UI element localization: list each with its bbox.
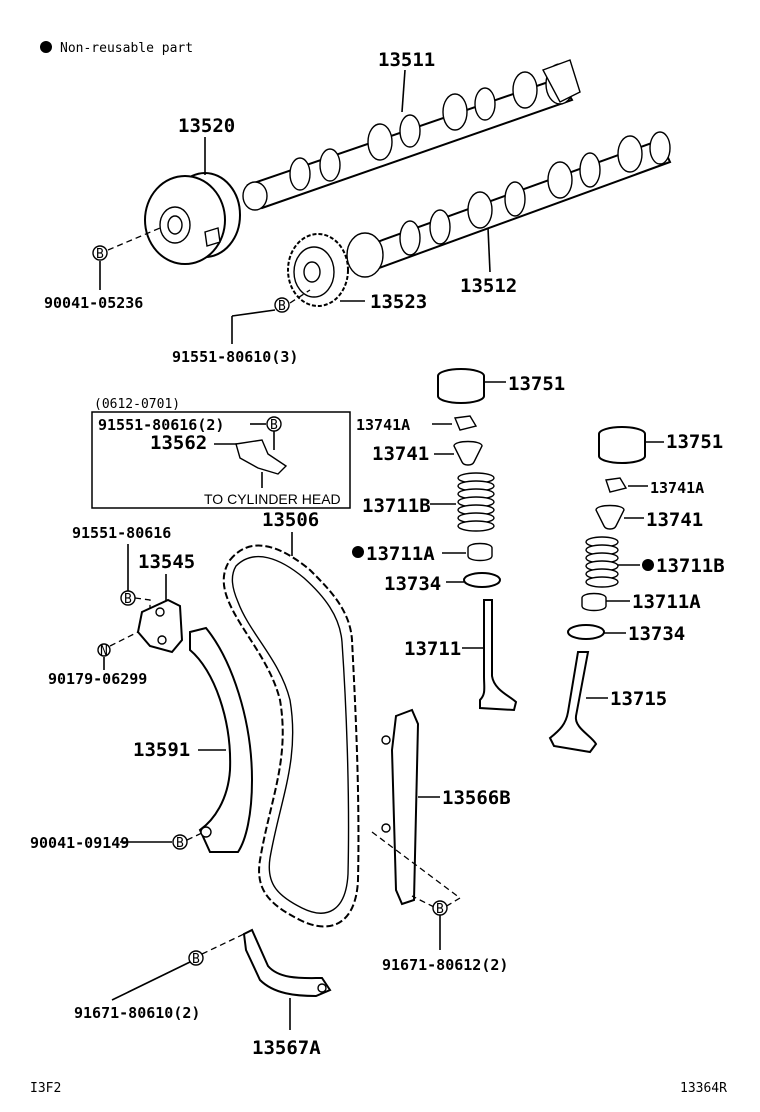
intake-valve-drawing [479,599,518,712]
valve-lifter-left-drawing [437,368,485,404]
label-chain: 13506 [262,509,319,531]
label-chain-damper: 13566B [442,787,511,809]
label-retainer-lock-left: 13741A [356,416,410,434]
non-reusable-marker-icon [352,546,364,558]
valve-spring-right-drawing [585,536,619,588]
label-bolt-80616: 91551-80616 [72,524,171,542]
camshaft-exhaust-drawing [242,59,581,211]
detail-note: TO CYLINDER HEAD [204,491,341,507]
detail-part-label: 13562 [150,432,207,454]
tensioner-slipper-drawing [189,626,254,853]
label-bolt-80612-2: 91671-80612(2) [382,956,508,974]
chain-guide-drawing [242,928,332,998]
bolt-marker-letter: B [192,952,200,967]
label-lifter-right: 13751 [666,431,723,453]
footer-left-code: I3F2 [30,1081,61,1096]
valve-spring-left-drawing [457,472,495,532]
label-spring-right: 13711B [656,555,725,577]
label-retainer-left: 13741 [372,443,429,465]
label-valve-intake: 13711 [404,638,461,660]
retainer-lock-right-drawing [605,477,628,493]
label-camshaft-intake: 13512 [460,275,517,297]
label-retainer-right: 13741 [646,509,703,531]
non-reusable-marker-icon [40,41,52,53]
bracket-drawing [235,439,288,475]
label-valve-exhaust: 13715 [610,688,667,710]
bolt-marker-letter: B [278,299,286,314]
label-bolt-05236: 90041-05236 [44,294,143,312]
non-reusable-marker-icon [642,559,654,571]
spring-seat-right-drawing [567,624,605,640]
label-nut-06299: 90179-06299 [48,670,147,688]
legend-text: Non-reusable part [60,41,193,56]
label-retainer-lock-right: 13741A [650,479,704,497]
valve-seal-right-drawing [581,592,607,612]
retainer-lock-left-drawing [454,415,478,431]
cam-sprocket-drawing [287,233,349,307]
label-tensioner-slipper: 13591 [133,739,190,761]
chain-damper-drawing [390,708,420,906]
label-seal-right: 13711A [632,591,701,613]
label-camshaft-exhaust: 13511 [378,49,435,71]
bolt-marker-letter: B [270,418,278,433]
label-spring-left: 13711B [362,495,431,517]
retainer-right-drawing [595,504,625,530]
bolt-marker-icon [172,834,188,850]
label-cam-sprocket: 13523 [370,291,427,313]
exhaust-valve-drawing [548,651,598,754]
detail-date-range: (0612-0701) [94,397,180,412]
label-bolt-80610-3: 91551-80610(3) [172,348,298,366]
label-tensioner: 13545 [138,551,195,573]
camshaft-intake-drawing [346,131,672,278]
label-timing-gear-assembly: 13520 [178,115,235,137]
label-bolt-09149: 90041-09149 [30,834,129,852]
label-chain-guide: 13567A [252,1037,321,1059]
bolt-marker-icon [274,297,290,313]
tensioner-drawing [136,598,184,654]
bolt-marker-icon [188,950,204,966]
nut-marker-icon [97,643,111,657]
retainer-left-drawing [453,440,483,466]
bolt-marker-icon [92,245,108,261]
label-seat-left: 13734 [384,573,441,595]
bolt-marker-letter: B [436,902,444,917]
valve-seal-left-drawing [467,542,493,562]
timing-gear-assembly-drawing [144,172,241,265]
label-bolt-80610-2: 91671-80610(2) [74,1004,200,1022]
footer-right-code: 13364R [680,1081,727,1096]
nut-marker-letter: N [100,644,108,659]
detail-box-frame [91,411,351,509]
valve-lifter-right-drawing [598,426,646,464]
spring-seat-left-drawing [463,572,501,588]
label-lifter-left: 13751 [508,373,565,395]
detail-bolt-label: 91551-80616(2) [98,416,224,434]
label-seal-left: 13711A [366,543,435,565]
bolt-marker-letter: B [124,592,132,607]
label-seat-right: 13734 [628,623,685,645]
bolt-marker-letter: B [176,836,184,851]
bolt-marker-letter: B [96,247,104,262]
